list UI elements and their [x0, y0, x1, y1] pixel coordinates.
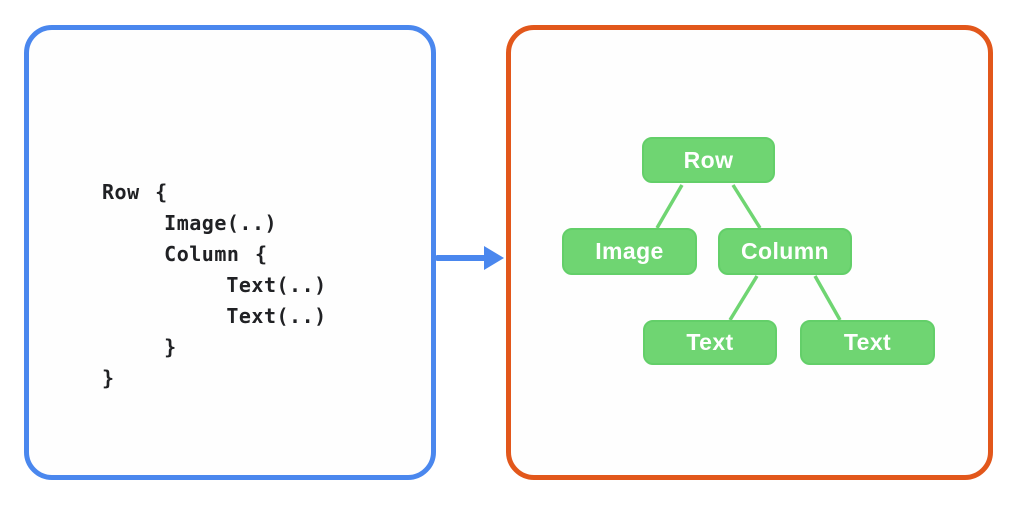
tree-node-text-1: Text — [643, 320, 777, 365]
tree-node-column-label: Column — [741, 238, 829, 264]
tree-node-text-2: Text — [800, 320, 935, 365]
tree-node-text-2-label: Text — [843, 329, 892, 355]
tree-node-column: Column — [718, 228, 852, 275]
tree-node-text-1-label: Text — [686, 329, 734, 355]
tree-panel: Row Image Column Text Text — [506, 25, 993, 480]
tree-edges — [655, 184, 842, 321]
tree-node-row-label: Row — [683, 146, 734, 173]
arrow-shaft — [436, 255, 486, 261]
tree-edge-row-image — [655, 184, 684, 229]
tree-node-row: Row — [642, 137, 775, 183]
tree-edge-column-text2 — [813, 275, 842, 321]
code-snippet: Row { Image(..) Column { Text(..) Text(.… — [102, 180, 327, 390]
tree-edge-column-text1 — [728, 275, 759, 321]
arrow-head — [484, 246, 504, 270]
tree-edge-row-column — [731, 184, 762, 229]
right-arrow-icon — [436, 246, 504, 271]
tree-node-image-label: Image — [595, 238, 664, 264]
tree-node-image: Image — [562, 228, 697, 275]
code-panel: Row { Image(..) Column { Text(..) Text(.… — [24, 25, 436, 480]
